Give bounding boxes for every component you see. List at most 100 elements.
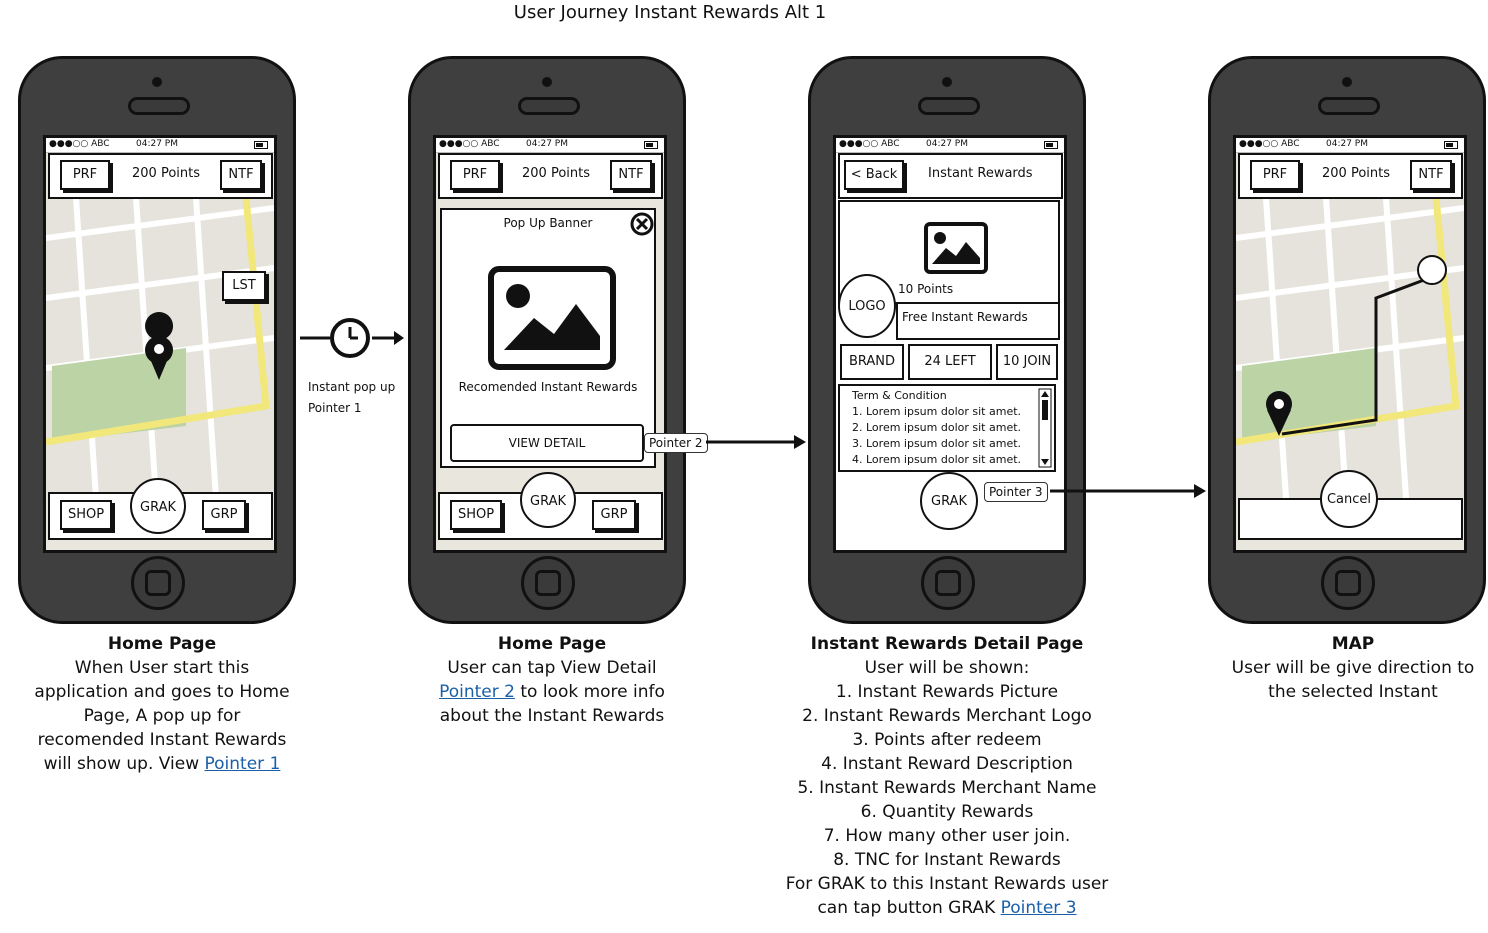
home-hardware-button[interactable]: [1321, 556, 1375, 610]
camera-dot: [1342, 77, 1352, 87]
tnc-item: 2. Lorem ipsum dolor sit amet.: [852, 421, 1022, 434]
arrow-right-icon: [1194, 484, 1206, 498]
caption-line: will show up. View Pointer 1: [16, 752, 308, 776]
speaker-slot: [1318, 97, 1380, 115]
map-view[interactable]: [46, 197, 274, 499]
caption-line: the selected Instant: [1268, 682, 1438, 702]
caption-line: 6. Quantity Rewards: [860, 802, 1034, 822]
home-hardware-button[interactable]: [131, 556, 185, 610]
pointer-1-link[interactable]: Pointer 1: [204, 754, 281, 774]
quantity-left-cell: 24 LEFT: [908, 344, 992, 380]
caption-line: 8. TNC for Instant Rewards: [833, 850, 1061, 870]
status-bar: ●●●○○ ABC 04:27 PM: [436, 138, 664, 153]
caption-line: 5. Instant Rewards Merchant Name: [797, 778, 1097, 798]
phone-detail: ●●●○○ ABC 04:27 PM < Back Instant Reward…: [808, 56, 1086, 624]
top-bar: PRF 200 Points NTF: [438, 153, 663, 199]
pointer-3-link[interactable]: Pointer 3: [1000, 898, 1077, 918]
caption-map: MAP User will be give direction to the s…: [1206, 632, 1488, 704]
arrow-right-icon: [394, 331, 404, 345]
phone-popup: ●●●○○ ABC 04:27 PM PRF 200 Points NTF SH…: [408, 56, 686, 624]
caption-line: 2. Instant Rewards Merchant Logo: [802, 706, 1092, 726]
grak-button[interactable]: GRAK: [520, 472, 576, 528]
caption-line: 3. Points after redeem: [852, 730, 1042, 750]
group-button[interactable]: GRP: [592, 500, 636, 530]
clock: 04:27 PM: [926, 139, 968, 149]
points-label: 200 Points: [132, 166, 200, 181]
pointer-2-link[interactable]: Pointer 2: [439, 682, 515, 702]
battery-icon: [1444, 141, 1458, 149]
tnc-scrollbar[interactable]: [1038, 388, 1052, 468]
back-button[interactable]: < Back: [844, 160, 904, 190]
cancel-button[interactable]: Cancel: [1320, 470, 1378, 528]
arrow-to-detail: [706, 435, 806, 449]
caption-line: recomended Instant Rewards: [37, 730, 287, 750]
shop-button[interactable]: SHOP: [450, 500, 502, 530]
tnc-box[interactable]: Term & Condition 1. Lorem ipsum dolor si…: [838, 384, 1056, 472]
close-icon[interactable]: [630, 212, 654, 236]
caption-line: For GRAK to this Instant Rewards user: [785, 874, 1109, 894]
route-line: [1281, 278, 1425, 436]
speaker-slot: [128, 97, 190, 115]
group-button[interactable]: GRP: [202, 500, 246, 530]
profile-button[interactable]: PRF: [450, 160, 500, 190]
tnc-item: 4. Lorem ipsum dolor sit amet.: [852, 453, 1022, 466]
caption-home-1: Home Page When User start this applicati…: [16, 632, 308, 776]
reward-description: Free Instant Rewards: [902, 310, 1028, 324]
screen-popup: ●●●○○ ABC 04:27 PM PRF 200 Points NTF SH…: [433, 135, 667, 553]
view-detail-button[interactable]: VIEW DETAIL: [450, 424, 644, 462]
arrow-to-map: [1050, 484, 1206, 498]
top-bar: < Back Instant Rewards: [838, 153, 1063, 199]
screen-home: ●●●○○ ABC 04:27 PM: [43, 135, 277, 553]
caption-line: 7. How many other user join.: [823, 826, 1071, 846]
shop-button[interactable]: SHOP: [60, 500, 112, 530]
merchant-logo: LOGO: [838, 274, 896, 338]
caption-line: User will be give direction to: [1231, 658, 1475, 678]
carrier-label: ●●●○○ ABC: [839, 139, 900, 149]
notification-button[interactable]: NTF: [1410, 160, 1452, 190]
image-placeholder-icon: [924, 222, 988, 274]
list-button[interactable]: LST: [222, 271, 266, 301]
popup-banner: Pop Up Banner Recomended Instant Rewards…: [440, 208, 656, 468]
home-hardware-button[interactable]: [521, 556, 575, 610]
notification-button[interactable]: NTF: [220, 160, 262, 190]
caption-line: about the Instant Rewards: [439, 706, 665, 726]
grak-button[interactable]: GRAK: [130, 478, 186, 534]
carrier-label: ●●●○○ ABC: [439, 139, 500, 149]
battery-icon: [644, 141, 658, 149]
scroll-down-icon: [1041, 459, 1049, 465]
join-count-cell: 10 JOIN: [996, 344, 1058, 380]
timer-note-line1: Instant pop up: [308, 380, 396, 394]
profile-button[interactable]: PRF: [60, 160, 110, 190]
direction-map-graphic: [1236, 197, 1464, 499]
popup-caption: Recomended Instant Rewards: [458, 380, 638, 394]
carrier-label: ●●●○○ ABC: [1239, 139, 1300, 149]
caption-text: can tap button GRAK: [817, 898, 1001, 918]
pointer-3-tag: Pointer 3: [984, 482, 1048, 502]
notification-button[interactable]: NTF: [610, 160, 652, 190]
caption-line: 1. Instant Rewards Picture: [835, 682, 1059, 702]
diagram-title: User Journey Instant Rewards Alt 1: [513, 2, 827, 23]
caption-text: to look more info: [514, 682, 665, 702]
caption-detail: Instant Rewards Detail Page User will be…: [752, 632, 1142, 920]
camera-dot: [542, 77, 552, 87]
screen-map: ●●●○○ ABC 04:27 PM: [1233, 135, 1467, 553]
home-hardware-button[interactable]: [921, 556, 975, 610]
camera-dot: [942, 77, 952, 87]
caption-line: application and goes to Home: [34, 682, 290, 702]
caption-heading: Home Page: [107, 634, 217, 654]
map-graphic: [46, 197, 274, 499]
popup-title: Pop Up Banner: [503, 216, 593, 230]
profile-button[interactable]: PRF: [1250, 160, 1300, 190]
status-bar: ●●●○○ ABC 04:27 PM: [46, 138, 274, 153]
caption-heading: Instant Rewards Detail Page: [810, 634, 1084, 654]
caption-home-2: Home Page User can tap View Detail Point…: [406, 632, 698, 728]
top-bar: PRF 200 Points NTF: [1238, 153, 1463, 199]
grak-button[interactable]: GRAK: [920, 472, 978, 530]
map-view[interactable]: [1236, 197, 1464, 499]
points-label: 200 Points: [1322, 166, 1390, 181]
status-bar: ●●●○○ ABC 04:27 PM: [1236, 138, 1464, 153]
timer-connector: [300, 318, 404, 358]
location-pin-icon: [145, 312, 174, 380]
caption-heading: MAP: [1331, 634, 1375, 654]
timer-note-line2: Pointer 1: [308, 401, 362, 415]
